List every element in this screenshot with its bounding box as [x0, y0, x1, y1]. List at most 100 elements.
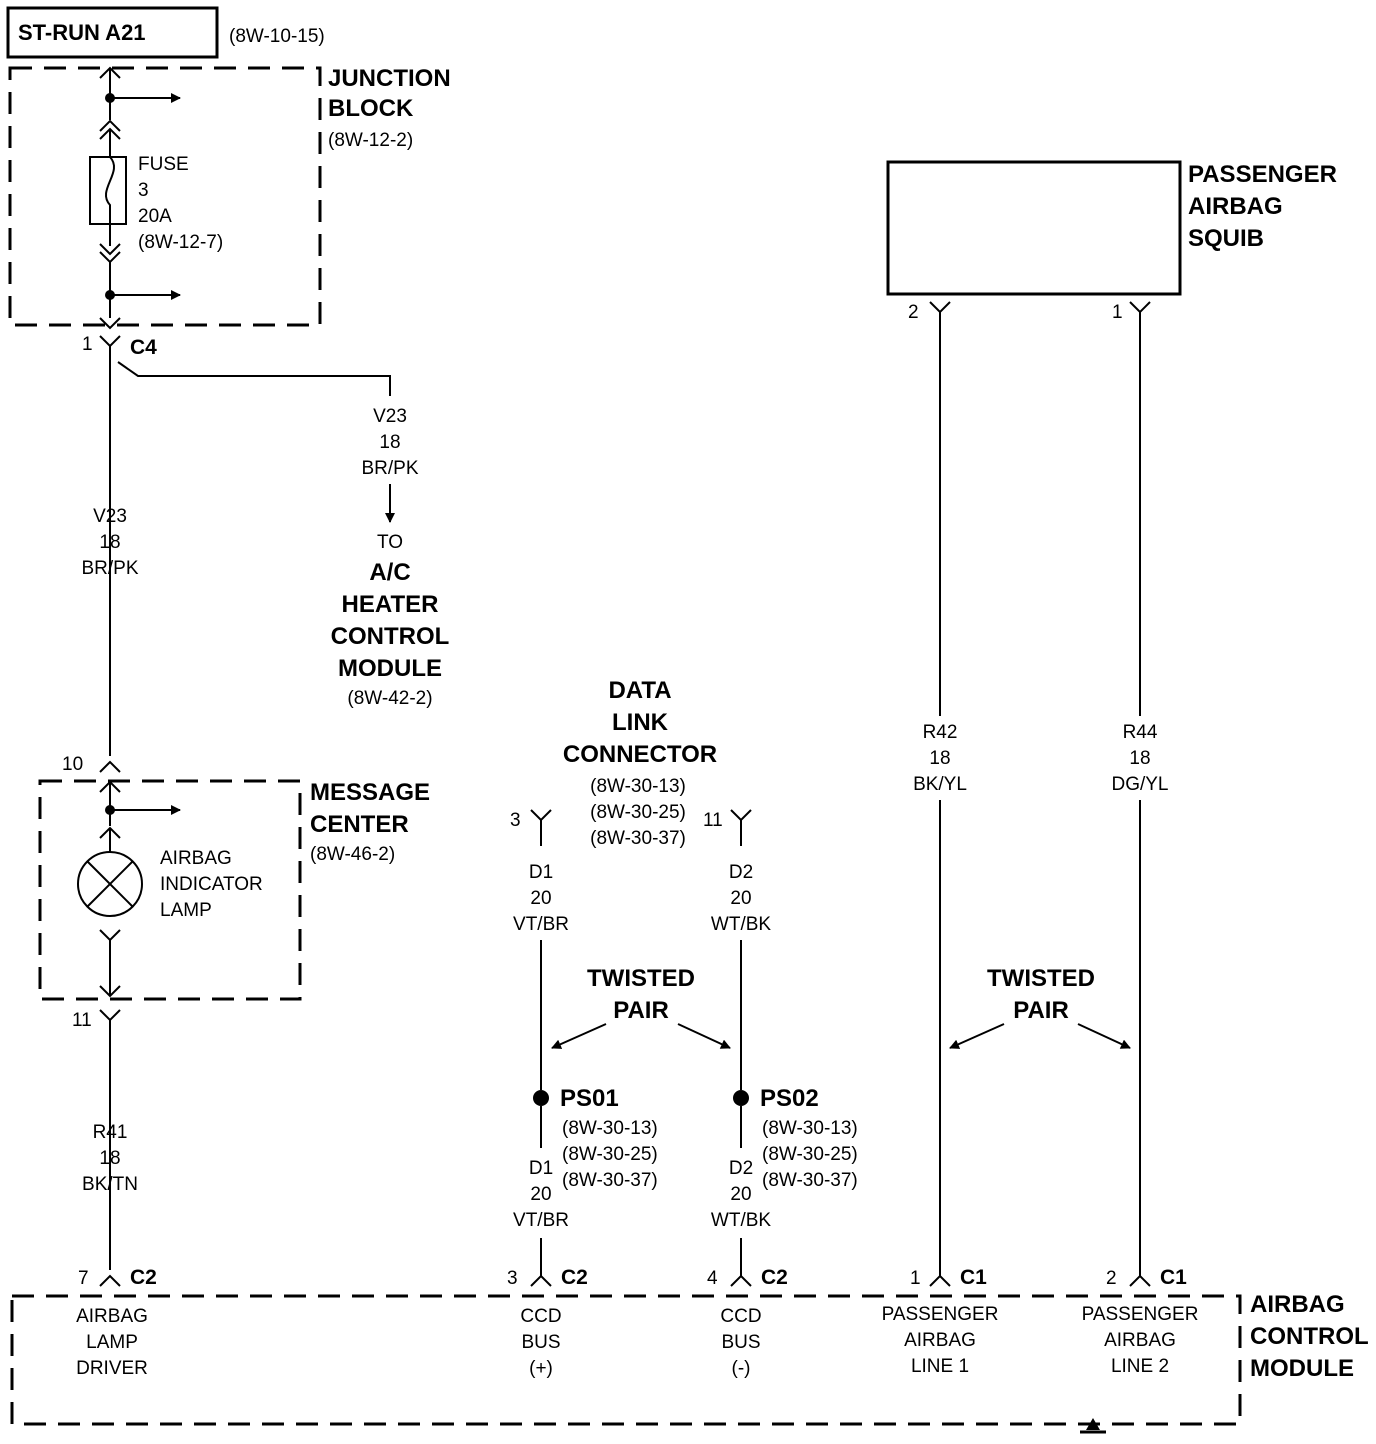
- message-center-title-1: MESSAGE: [310, 779, 430, 806]
- splice-ps01-dot: [533, 1090, 549, 1106]
- ps02-ref-3: (8W-30-37): [762, 1170, 858, 1191]
- acm-ccd-plus-label-2: BUS: [521, 1332, 560, 1353]
- acm-line2-label-3: LINE 2: [1111, 1356, 1169, 1377]
- mc-pin-11-connector: [99, 1009, 121, 1022]
- acm-title-2: CONTROL: [1250, 1323, 1369, 1350]
- dlc-ref-1: (8W-30-13): [590, 776, 686, 797]
- acm-c2-pin-3-connector: [530, 1274, 552, 1287]
- r41-circuit: R41: [93, 1122, 128, 1143]
- acm-c1-pin-2-connector: [1129, 1274, 1151, 1287]
- d1-lower-gauge: 20: [530, 1184, 551, 1205]
- d1-lower-circuit: D1: [529, 1158, 553, 1179]
- ps01-ref-1: (8W-30-13): [562, 1118, 658, 1139]
- r42-circuit: R42: [923, 722, 958, 743]
- ps02-name: PS02: [760, 1085, 819, 1112]
- acm-ccd-minus-label-3: (-): [732, 1358, 751, 1379]
- ground-icon: [1080, 1418, 1106, 1434]
- v23-main-circuit: V23: [93, 506, 127, 527]
- lamp-label-3: LAMP: [160, 900, 212, 921]
- dlc-pin-3-connector: [530, 809, 552, 822]
- d1-lower-color: VT/BR: [513, 1210, 569, 1231]
- acm-c2-pin-3: 3: [507, 1268, 518, 1289]
- squib-twisted-pair-arrow-right: [1077, 1023, 1131, 1049]
- acm-c2-pin-7-name: C2: [130, 1266, 157, 1289]
- d2-upper-gauge: 20: [730, 888, 751, 909]
- squib-pin-1-connector: [1129, 301, 1151, 314]
- dlc-pin-11: 11: [703, 810, 723, 831]
- acm-line1-label-1: PASSENGER: [882, 1304, 999, 1325]
- v23-branch-color: BR/PK: [361, 458, 418, 479]
- acm-ccd-plus-label-3: (+): [529, 1358, 553, 1379]
- fuse-number: 3: [138, 180, 149, 201]
- ac-heater-ref: (8W-42-2): [347, 688, 432, 709]
- acm-c1-pin-1: 1: [910, 1268, 921, 1289]
- squib-title-1: PASSENGER: [1188, 161, 1337, 188]
- junction-block-ref: (8W-12-2): [328, 130, 413, 151]
- acm-c2-pin-3-name: C2: [561, 1266, 588, 1289]
- lamp-label-1: AIRBAG: [160, 848, 232, 869]
- v23-branch-gauge: 18: [379, 432, 400, 453]
- acm-title-3: MODULE: [1250, 1355, 1354, 1382]
- squib-twisted-pair-arrow-left: [949, 1023, 1005, 1049]
- message-center-title-2: CENTER: [310, 811, 409, 838]
- acm-lamp-driver-label-1: AIRBAG: [76, 1306, 148, 1327]
- junction-block-title-1: JUNCTION: [328, 65, 451, 92]
- acm-ccd-minus-label-1: CCD: [720, 1306, 761, 1327]
- c4-pin: 1: [82, 334, 93, 355]
- d2-lower-gauge: 20: [730, 1184, 751, 1205]
- d1-upper-gauge: 20: [530, 888, 551, 909]
- squib-pin-1: 1: [1112, 302, 1123, 323]
- v23-main-color: BR/PK: [81, 558, 138, 579]
- c4-connector: [99, 335, 121, 348]
- squib-twisted-pair-line1: TWISTED: [987, 965, 1095, 992]
- d2-lower-color: WT/BK: [711, 1210, 771, 1231]
- ps01-ref-2: (8W-30-25): [562, 1144, 658, 1165]
- squib-twisted-pair-line2: PAIR: [1013, 997, 1069, 1024]
- indicator-lamp-assembly: [77, 780, 181, 998]
- acm-c1-pin-2: 2: [1106, 1268, 1117, 1289]
- acm-line2-label-2: AIRBAG: [1104, 1330, 1176, 1351]
- acm-c1-pin-1-name: C1: [960, 1266, 987, 1289]
- ac-heater-name-3: CONTROL: [331, 623, 450, 650]
- dlc-pin-11-connector: [730, 809, 752, 822]
- fuse-label: FUSE: [138, 154, 189, 175]
- squib-title-3: SQUIB: [1188, 225, 1264, 252]
- c4-name: C4: [130, 336, 157, 359]
- header-ref: (8W-10-15): [229, 26, 325, 47]
- v23-branch-circuit: V23: [373, 406, 407, 427]
- acm-c2-pin-7: 7: [78, 1268, 89, 1289]
- ac-heater-name-4: MODULE: [338, 655, 442, 682]
- v23-main-gauge: 18: [99, 532, 120, 553]
- acm-c2-pin-4-connector: [730, 1274, 752, 1287]
- r41-color: BK/TN: [82, 1174, 138, 1195]
- r44-color: DG/YL: [1111, 774, 1168, 795]
- junction-block-title-2: BLOCK: [328, 95, 414, 122]
- header-title: ST-RUN A21: [18, 20, 146, 45]
- ccd-twisted-pair-arrow-right: [677, 1023, 731, 1049]
- acm-c2-pin-4-name: C2: [761, 1266, 788, 1289]
- acm-line2-label-1: PASSENGER: [1082, 1304, 1199, 1325]
- acm-ccd-minus-label-2: BUS: [721, 1332, 760, 1353]
- ac-heater-name-2: HEATER: [342, 591, 439, 618]
- fuse-3-assembly: [89, 66, 181, 330]
- acm-line1-label-3: LINE 1: [911, 1356, 969, 1377]
- fuse-ref: (8W-12-7): [138, 232, 223, 253]
- dlc-title-3: CONNECTOR: [563, 741, 717, 768]
- fuse-symbol: [89, 156, 127, 225]
- ccd-twisted-pair-line2: PAIR: [613, 997, 669, 1024]
- acm-ccd-plus-label-1: CCD: [520, 1306, 561, 1327]
- d1-upper-circuit: D1: [529, 862, 553, 883]
- r44-circuit: R44: [1123, 722, 1158, 743]
- r42-color: BK/YL: [913, 774, 967, 795]
- acm-c2-pin-4: 4: [707, 1268, 718, 1289]
- message-center-ref: (8W-46-2): [310, 844, 395, 865]
- d1-upper-color: VT/BR: [513, 914, 569, 935]
- ps02-ref-1: (8W-30-13): [762, 1118, 858, 1139]
- mc-pin-10-connector: [99, 760, 121, 773]
- ac-heater-name-1: A/C: [369, 559, 410, 586]
- r44-gauge: 18: [1129, 748, 1150, 769]
- ac-heater-to: TO: [377, 532, 403, 553]
- acm-c1-pin-1-connector: [929, 1274, 951, 1287]
- squib-title-2: AIRBAG: [1188, 193, 1283, 220]
